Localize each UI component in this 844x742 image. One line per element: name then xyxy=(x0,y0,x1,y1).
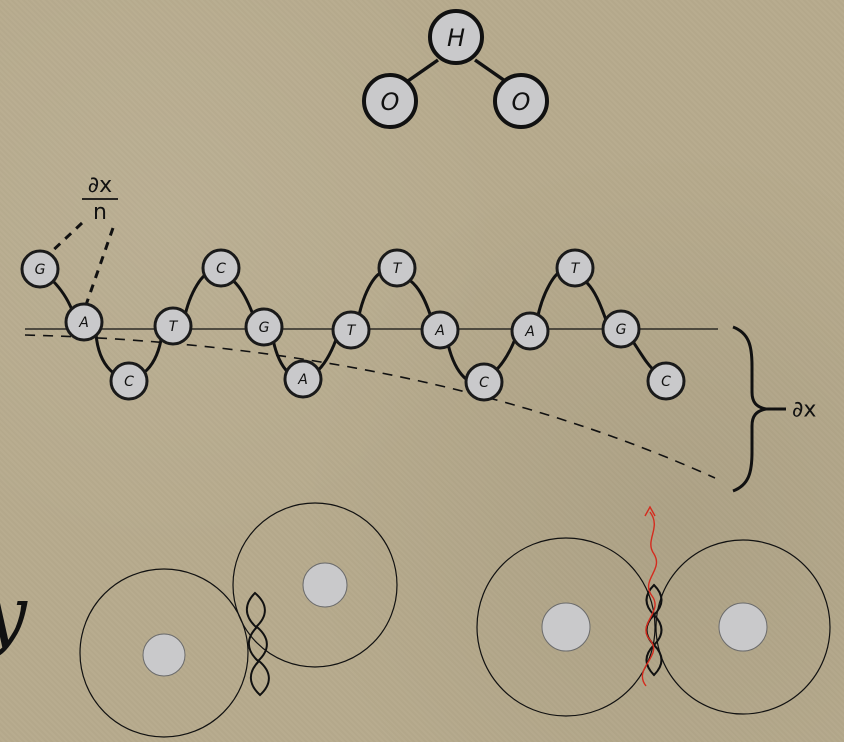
brace-label: ∂x xyxy=(792,398,816,423)
electron-shell-right-b xyxy=(655,539,831,715)
base-middle-1 xyxy=(64,302,104,342)
base-upper-3 xyxy=(377,248,417,288)
nucleus-right-a xyxy=(541,602,591,652)
base-lower-4-label: C xyxy=(661,374,671,390)
atom-o-right-label: O xyxy=(512,88,531,116)
edge-glyph: y xyxy=(0,569,28,658)
base-middle-6 xyxy=(510,311,550,351)
base-middle-2-label: T xyxy=(169,319,179,335)
base-lower-2 xyxy=(283,359,323,399)
electron-shell-left-b xyxy=(232,502,398,668)
base-middle-1-label: A xyxy=(78,315,89,331)
pointer-to-a xyxy=(84,227,115,306)
base-upper-2 xyxy=(201,248,241,288)
bond-right xyxy=(473,58,510,85)
base-lower-3-label: C xyxy=(479,375,489,391)
base-middle-3-label: G xyxy=(259,320,270,336)
base-upper-4 xyxy=(555,248,595,288)
base-lower-4 xyxy=(646,361,686,401)
base-middle-3 xyxy=(244,307,284,347)
fraction-denominator: n xyxy=(93,200,107,225)
base-upper-3-label: T xyxy=(393,261,403,277)
wave-arrowhead xyxy=(644,505,656,517)
nucleus-left-b xyxy=(302,562,348,608)
electron-shell-right-a xyxy=(476,537,656,717)
pointer-to-g xyxy=(46,221,84,257)
base-middle-4-label: T xyxy=(347,323,357,339)
atom-o-left xyxy=(362,73,418,129)
strand-bases: G C T T A T G T A A G C A C C xyxy=(20,248,686,402)
base-middle-5 xyxy=(420,310,460,350)
atom-pair-left xyxy=(79,502,398,738)
base-lower-2-label: A xyxy=(297,372,308,388)
base-upper-2-label: C xyxy=(216,261,226,277)
base-lower-1-label: C xyxy=(124,374,134,390)
base-middle-2 xyxy=(153,306,193,346)
energy-wave xyxy=(641,505,658,687)
base-upper-4-label: T xyxy=(571,261,581,277)
base-lower-3 xyxy=(464,362,504,402)
water-molecule: H O O xyxy=(362,9,549,129)
curly-brace xyxy=(732,325,767,493)
base-middle-5-label: A xyxy=(434,323,445,339)
atom-o-right xyxy=(493,73,549,129)
atom-pair-right xyxy=(476,505,831,717)
base-upper-1 xyxy=(20,249,60,289)
base-middle-7-label: G xyxy=(616,322,627,338)
nucleus-left-a xyxy=(142,633,186,677)
fraction-label: ∂x n xyxy=(82,173,118,225)
deflection-curve xyxy=(24,334,716,479)
base-middle-7 xyxy=(601,309,641,349)
nucleus-right-b xyxy=(718,602,768,652)
atom-o-left-label: O xyxy=(381,88,400,116)
wave-line xyxy=(641,511,658,687)
bond-left xyxy=(403,58,440,85)
overlap-orbitals-left xyxy=(245,591,270,697)
atom-h xyxy=(428,9,484,65)
base-upper-1-label: G xyxy=(35,262,46,278)
base-middle-6-label: A xyxy=(524,324,535,340)
electron-shell-left-a xyxy=(79,568,249,738)
base-lower-1 xyxy=(109,361,149,401)
base-middle-4 xyxy=(331,310,371,350)
atom-h-label: H xyxy=(447,24,465,52)
fraction-numerator: ∂x xyxy=(88,173,112,198)
